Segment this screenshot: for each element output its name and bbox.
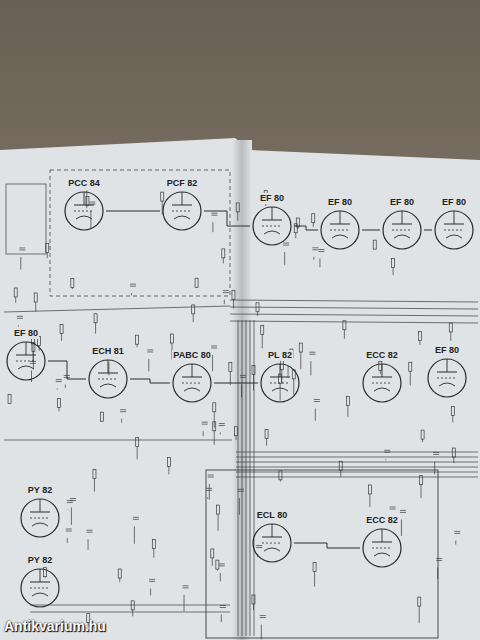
- tube-label: EF 80: [389, 197, 415, 208]
- tube-envelope: [250, 204, 294, 248]
- tube-label: PY 82: [27, 485, 53, 496]
- signal-wire: [204, 211, 250, 226]
- tube-label: PCF 82: [166, 178, 199, 189]
- tube-envelope: [360, 361, 404, 405]
- tube-envelope: [4, 339, 48, 383]
- tube-symbol: PY 82: [18, 485, 62, 540]
- tube-envelope: [18, 566, 62, 610]
- signal-wire: [294, 543, 360, 548]
- tube-label: PL 82: [267, 350, 293, 361]
- tube-label: EF 80: [434, 345, 460, 356]
- tube-symbol: ECC 82: [360, 515, 404, 570]
- tube-symbol: ECL 80: [250, 510, 294, 565]
- tube-envelope: [318, 208, 362, 252]
- tube-envelope: [160, 189, 204, 233]
- tube-envelope: [360, 526, 404, 570]
- tube-label: EF 80: [441, 197, 467, 208]
- tube-label: PABC 80: [172, 350, 211, 361]
- signal-wire: [294, 226, 318, 230]
- tube-label: PY 82: [27, 555, 53, 566]
- tube-envelope: [258, 361, 302, 405]
- signal-wire: [362, 230, 380, 231]
- tube-symbol: PABC 80: [170, 350, 214, 405]
- tube-symbol: EF 80: [318, 197, 362, 252]
- tube-label: ECL 80: [256, 510, 288, 521]
- tube-symbol: EF 80: [380, 197, 424, 252]
- tube-label: PCC 84: [67, 178, 101, 189]
- tube-envelope: [62, 189, 106, 233]
- tube-label: EF 80: [13, 328, 39, 339]
- tube-label: EF 80: [327, 197, 353, 208]
- tube-symbol: EF 80: [250, 193, 294, 248]
- tube-envelope: [250, 521, 294, 565]
- tube-symbol: ECH 81: [86, 346, 130, 401]
- signal-wire: [130, 379, 170, 383]
- tube-envelope: [380, 208, 424, 252]
- tube-envelope: [86, 357, 130, 401]
- tube-envelope: [432, 208, 476, 252]
- tube-label: ECC 82: [365, 515, 399, 526]
- signal-wire: [48, 361, 86, 379]
- tube-label: EF 80: [259, 193, 285, 204]
- tube-symbol: EF 80: [4, 328, 48, 383]
- tube-symbol: EF 80: [432, 197, 476, 252]
- signal-wire: [424, 230, 432, 231]
- tube-label: ECH 81: [91, 346, 125, 357]
- tube-symbol: ECC 82: [360, 350, 404, 405]
- watermark: Antikvarium.hu: [4, 618, 106, 634]
- tube-envelope: [425, 356, 469, 400]
- tube-symbol: EF 80: [425, 345, 469, 400]
- tube-label: ECC 82: [365, 350, 399, 361]
- tube-envelope: [18, 496, 62, 540]
- tube-symbol: PY 82: [18, 555, 62, 610]
- tube-symbol: PL 82: [258, 350, 302, 405]
- tube-symbol: PCC 84: [62, 178, 106, 233]
- signal-wire: [106, 211, 160, 212]
- signal-wire: [214, 383, 258, 384]
- tube-envelope: [170, 361, 214, 405]
- tube-symbol: PCF 82: [160, 178, 204, 233]
